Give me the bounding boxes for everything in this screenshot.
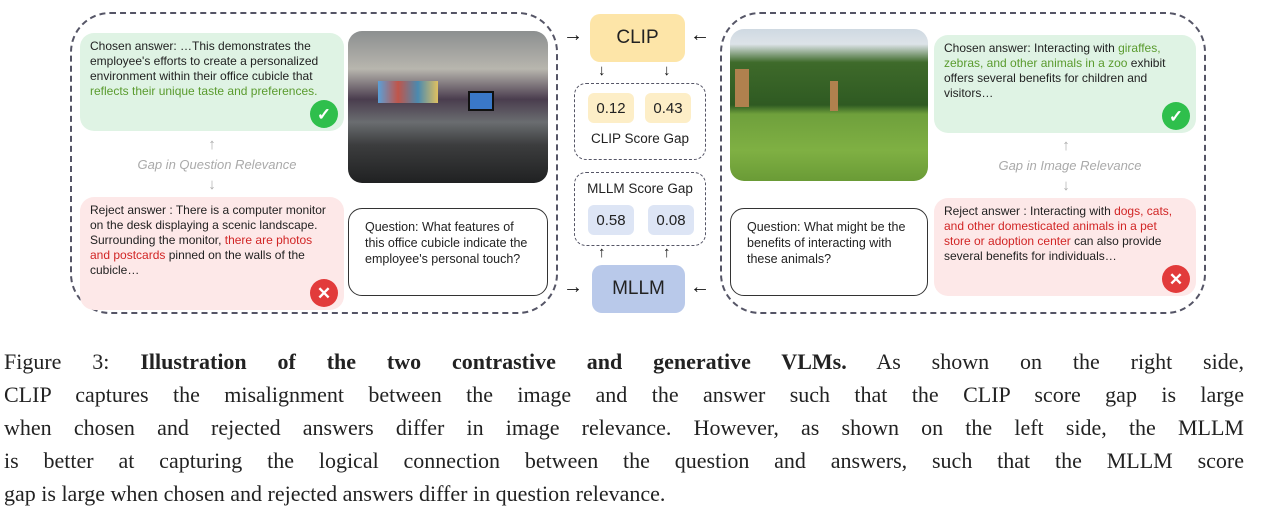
- reject-text: Reject answer : Interacting with: [944, 204, 1115, 218]
- caption-line: CLIP captures the misalignment between t…: [4, 382, 1244, 407]
- clip-score-chosen: 0.12: [588, 93, 634, 123]
- mllm-score-rejected: 0.08: [648, 205, 694, 235]
- chosen-text: Chosen answer: …This demonstrates the em…: [90, 39, 319, 83]
- arrow-right-icon: →: [563, 24, 583, 46]
- mllm-score-chosen: 0.58: [588, 205, 634, 235]
- chosen-text-end: exhibit offers several benefits for chil…: [944, 56, 1166, 100]
- right-question: Question: What might be the benefits of …: [730, 208, 928, 296]
- right-reject-answer: Reject answer : Interacting with dogs, c…: [934, 198, 1196, 296]
- mllm-box: MLLM: [592, 265, 685, 313]
- check-icon: ✓: [310, 100, 338, 128]
- chosen-highlight: reflects their unique taste and preferen…: [90, 84, 318, 98]
- caption-line: is better at capturing the logical conne…: [4, 448, 1244, 473]
- clip-score-rejected: 0.43: [645, 93, 691, 123]
- arrow-right-icon: →: [563, 276, 583, 298]
- left-reject-answer: Reject answer : There is a computer moni…: [80, 197, 344, 310]
- mllm-score-gap-panel: [574, 172, 706, 246]
- mllm-gap-label: MLLM Score Gap: [587, 181, 693, 196]
- reject-text-end: can also provide several benefits for in…: [944, 234, 1162, 263]
- clip-score-gap-panel: [574, 83, 706, 160]
- figure-title: Illustration of the two contrastive and …: [140, 349, 847, 374]
- arrow-down-icon: ↓: [1062, 177, 1070, 194]
- arrow-up-icon: ↑: [663, 244, 671, 261]
- arrow-left-icon: ←: [690, 24, 710, 46]
- arrow-up-icon: ↑: [598, 244, 606, 261]
- left-chosen-answer: Chosen answer: …This demonstrates the em…: [80, 33, 344, 131]
- arrow-left-icon: ←: [690, 276, 710, 298]
- caption-text: As shown on the right side,: [846, 349, 1244, 374]
- reject-highlight: dogs, cats, and other domesticated anima…: [944, 204, 1173, 248]
- clip-gap-label: CLIP Score Gap: [590, 131, 690, 146]
- caption-line: when chosen and rejected answers differ …: [4, 415, 1244, 440]
- arrow-down-icon: ↓: [598, 62, 606, 79]
- reject-text: Reject answer : There is a computer moni…: [90, 203, 326, 247]
- gap-label: Gap in Image Relevance: [998, 158, 1142, 173]
- figure-label: Figure 3:: [4, 349, 141, 374]
- zoo-giraffes-image: [730, 29, 928, 181]
- arrow-down-icon: ↓: [663, 62, 671, 79]
- arrow-up-icon: ↑: [1062, 137, 1070, 154]
- clip-box: CLIP: [590, 14, 685, 62]
- arrow-up-icon: ↑: [208, 136, 216, 153]
- chosen-highlight: giraffes, zebras, and other animals in a…: [944, 41, 1161, 70]
- caption-line: Figure 3: Illustration of the two contra…: [4, 345, 1244, 378]
- left-question: Question: What features of this office c…: [348, 208, 548, 296]
- office-cubicle-image: [348, 31, 548, 183]
- chosen-text: Chosen answer: Interacting with: [944, 41, 1119, 55]
- right-panel: [720, 12, 1206, 314]
- caption-line: gap is large when chosen and rejected an…: [4, 481, 666, 506]
- check-icon: ✓: [1162, 102, 1190, 130]
- gap-label: Gap in Question Relevance: [137, 157, 297, 172]
- left-panel: [70, 12, 558, 314]
- cross-icon: ✕: [310, 279, 338, 307]
- reject-highlight: there are photos and postcards: [90, 233, 313, 262]
- right-chosen-answer: Chosen answer: Interacting with giraffes…: [934, 35, 1196, 133]
- arrow-down-icon: ↓: [208, 176, 216, 193]
- cross-icon: ✕: [1162, 265, 1190, 293]
- reject-text-end: pinned on the walls of the cubicle…: [90, 248, 305, 277]
